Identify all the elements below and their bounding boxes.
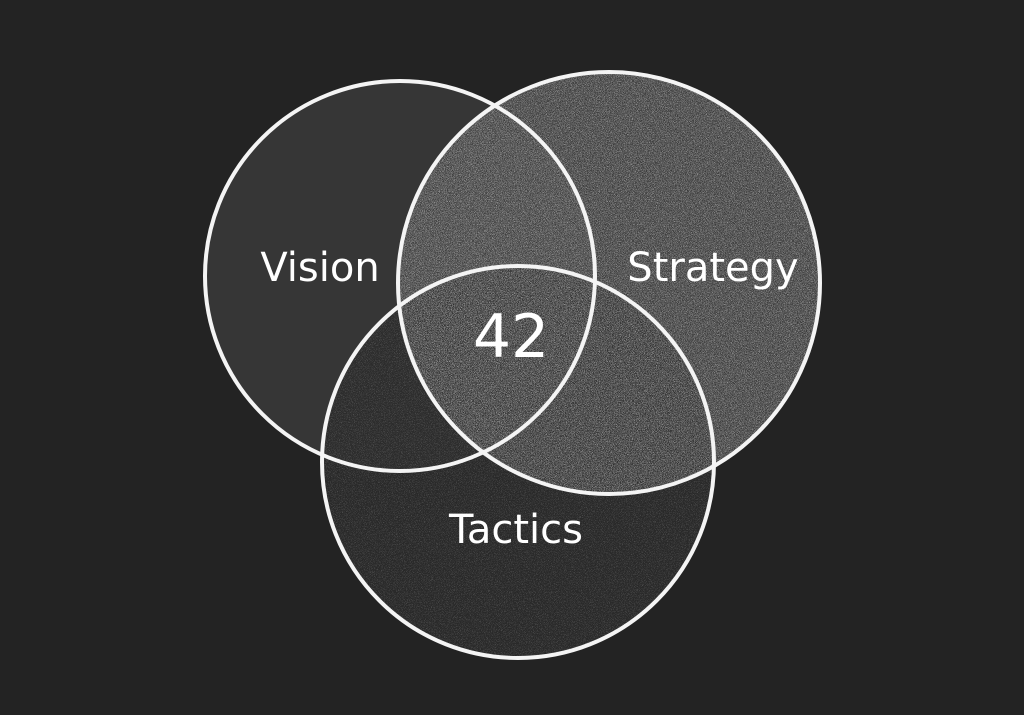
strategy-label: Strategy <box>627 245 798 291</box>
center-intersection-label: 42 <box>473 302 549 372</box>
tactics-circle-outline <box>320 264 716 660</box>
strategy-circle-outline <box>396 70 822 496</box>
tactics-label: Tactics <box>448 507 583 553</box>
vision-label: Vision <box>260 245 379 291</box>
vision-overlap-grain <box>398 81 595 471</box>
vision-circle-outline <box>203 79 597 473</box>
